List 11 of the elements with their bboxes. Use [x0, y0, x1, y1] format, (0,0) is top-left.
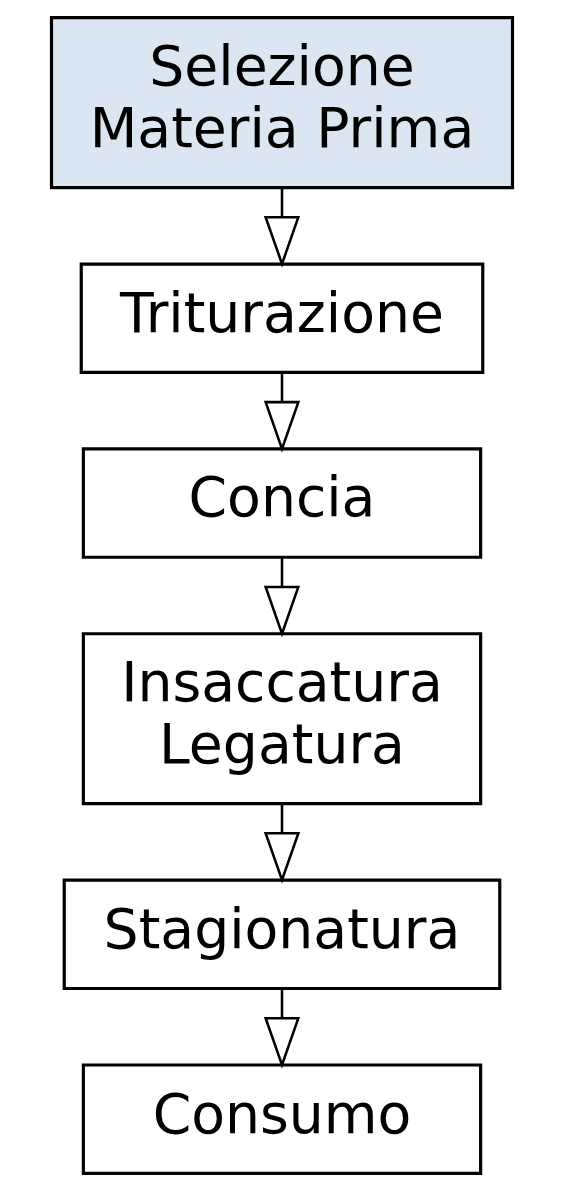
node-box: Consumo — [81, 1063, 483, 1175]
node-box: Stagionatura — [62, 878, 502, 991]
node-box: Insaccatura Legatura — [81, 632, 483, 806]
node-box: Triturazione — [79, 262, 485, 375]
arrow — [263, 372, 301, 453]
node-box: Concia — [81, 447, 483, 559]
node-box: Selezione Materia Prima — [49, 16, 515, 190]
arrow — [263, 803, 301, 884]
arrow — [263, 988, 301, 1069]
arrow — [263, 557, 301, 638]
arrow — [263, 187, 301, 268]
